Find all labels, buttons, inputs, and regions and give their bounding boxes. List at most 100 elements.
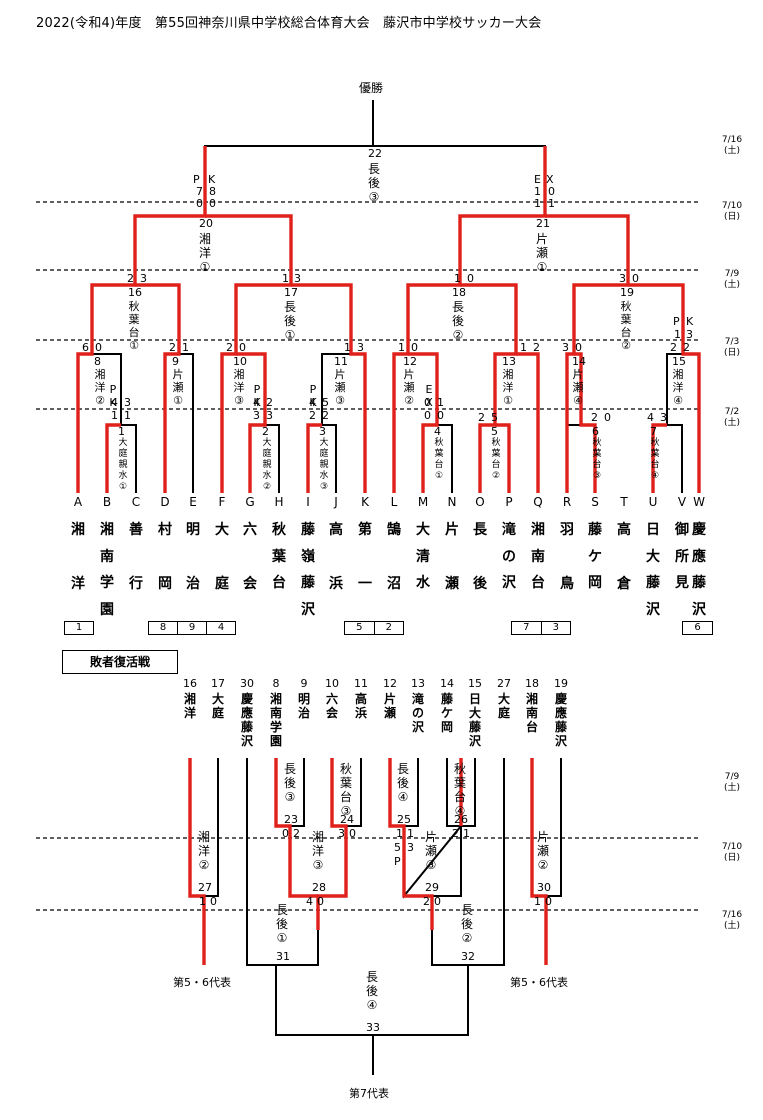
consol-m23-number: 23 [284, 813, 298, 826]
winner-path-1 [105, 423, 121, 493]
m8-winner: 湘洋② [94, 368, 106, 407]
match-22-ex-left: 1 [534, 185, 541, 198]
consol-entry-name: 大庭 [211, 692, 224, 720]
match-16-score-right: 3 [140, 272, 147, 285]
team-name-T: 高 倉 [617, 522, 631, 592]
team-letter-S: S [591, 495, 599, 509]
consol-m29-score-left: 2 [423, 895, 430, 908]
consol-27-line [189, 758, 219, 897]
winner-path-0 [76, 146, 207, 493]
rank-value: 2 [385, 622, 392, 633]
winner-path-lines [76, 146, 701, 965]
consol-m31-number: 31 [276, 950, 290, 963]
team-letter-B: B [102, 495, 112, 509]
m1-winner: 大庭親水① [118, 438, 128, 492]
consol-m27-number: 27 [198, 881, 212, 894]
m6-winner: 秋葉台③ [592, 438, 602, 481]
consol-entry-name: 高浜 [354, 692, 367, 720]
team-letter-E: E [189, 495, 197, 509]
match-18-score-left: 1 [454, 272, 461, 285]
m15-score-left: 2 [670, 341, 677, 354]
consolation-heading: 敗者復活戦 [62, 650, 178, 674]
m5-score-right: 5 [491, 411, 498, 424]
m14-winner: 片瀬④ [572, 368, 584, 407]
consol-date-label: 7/16 (土) [721, 910, 743, 931]
consol-m25-pk-right: 3 [407, 841, 414, 854]
team-letter-K: K [361, 495, 369, 509]
consol-entry-number: 10 [325, 677, 339, 690]
champion-label: 優勝 [359, 81, 384, 95]
m15-score-right: 2 [683, 341, 690, 354]
team-letter-M: M [417, 495, 429, 509]
match-20-line [134, 215, 292, 285]
match-8-score2-left: 1 [111, 409, 118, 422]
consol-entry-name: 大庭 [497, 692, 510, 720]
m5-number: 5 [491, 425, 498, 438]
team-name-F: 大 庭 [215, 522, 229, 592]
match-20-number: 20 [199, 217, 213, 230]
consol-m29-number: 29 [425, 881, 439, 894]
team-letter-H: H [274, 495, 284, 509]
team-letter-A: A [73, 495, 83, 509]
consol-m28-score-right: 0 [317, 895, 324, 908]
match-8-pk-right: 3 [124, 396, 131, 409]
team-letter-T: T [620, 495, 628, 509]
consol-winner-path-5 [530, 758, 548, 965]
consol-entry-number: 18 [525, 677, 539, 690]
team-name-I: 藤嶺藤沢 [301, 522, 315, 618]
match-10-pk-right: 2 [266, 396, 273, 409]
consol-m25-score-right: 1 [407, 827, 414, 840]
consol-entry-name: 片瀬 [383, 692, 396, 720]
consol-entry-number: 9 [300, 677, 308, 690]
date-label: 7/9 (土) [723, 269, 741, 290]
winner-path-5 [306, 423, 322, 493]
consol-date-label: 7/9 (土) [723, 772, 741, 793]
consol-m30-score-right: 0 [545, 895, 552, 908]
rank-value: 3 [552, 622, 559, 633]
round-dividers [36, 201, 700, 911]
winner-path-15 [628, 283, 701, 493]
match-22-pk-left: 7 [196, 185, 203, 198]
rank-value: 7 [512, 622, 542, 634]
winner-path-7 [392, 146, 547, 493]
winner-path-4 [236, 352, 267, 493]
m15-number: 15 [672, 355, 686, 368]
consol-m25-pk-p: P [394, 855, 401, 868]
team-letter-I: I [306, 495, 310, 509]
match-22-score2-left: 1 [534, 197, 541, 210]
m5-winner: 秋葉台② [491, 438, 501, 481]
consol-m24-score-left: 3 [338, 827, 345, 840]
match-11-pk-right: 5 [322, 396, 329, 409]
match-12-score2-right: 0 [437, 409, 444, 422]
m7-score-right: 3 [660, 411, 667, 424]
consol-entry-number: 12 [383, 677, 397, 690]
winner-path-11 [516, 352, 540, 493]
rank-value: 4 [217, 622, 225, 633]
team-letter-W: W [693, 495, 705, 509]
consol-m27-score-right: 0 [210, 895, 217, 908]
m13-number: 13 [502, 355, 516, 368]
m12-score-left: 1 [398, 341, 405, 354]
m11-number: 11 [334, 355, 348, 368]
m3-number: 3 [319, 425, 326, 438]
match-22-ex-x: X [546, 173, 554, 186]
consol-m24-number: 24 [340, 813, 354, 826]
match-10-score2-right: 3 [266, 409, 273, 422]
m8-score-left: 6 [82, 341, 89, 354]
m2-number: 2 [262, 425, 269, 438]
winner-path-12 [545, 214, 630, 493]
rank-value: 1 [75, 622, 83, 633]
team-name-A: 湘 洋 [71, 522, 85, 592]
match-22-score-right: 0 [209, 197, 216, 210]
consol-m32-winner: 長後② [460, 903, 473, 945]
qualifier-5-6-left: 第5・6代表 [173, 976, 231, 989]
winner-path-14 [651, 423, 667, 493]
rank-value: 9 [178, 622, 207, 634]
consol-m33-winner: 長後④ [365, 970, 378, 1012]
team-letter-P: P [505, 495, 513, 509]
consol-entry-number: 8 [272, 677, 280, 690]
match-10-score2-left: 3 [253, 409, 260, 422]
qualifier-7: 第7代表 [349, 1087, 389, 1100]
match-22-ex-e: E [534, 173, 541, 186]
